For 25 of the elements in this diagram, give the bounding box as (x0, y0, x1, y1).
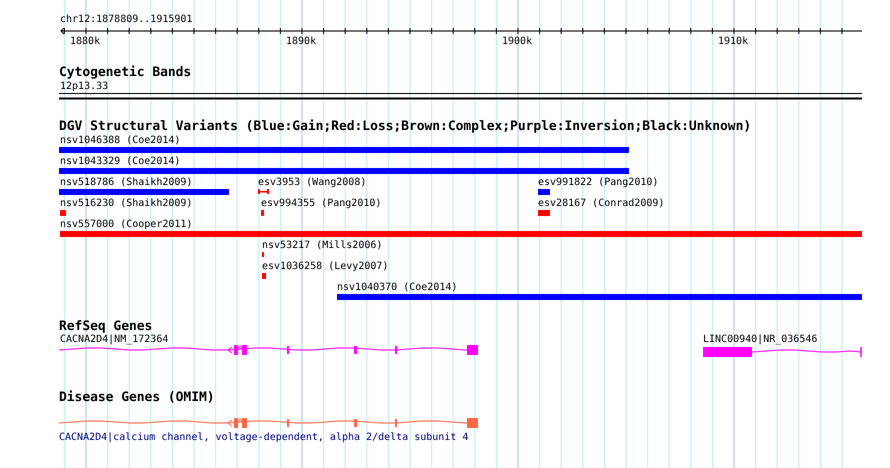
variant-label: nsv1043329 (Coe2014) (60, 156, 180, 168)
variant-label: esv28167 (Conrad2009) (538, 198, 664, 210)
track-title: DGV Structural Variants (Blue:Gain;Red:Loss;Brown:Complex;Purple:Inversion;Black:Unknown) (59, 121, 752, 133)
track-title: RefSeq Genes (59, 321, 152, 333)
variant-label: nsv516230 (Shaikh2009) (60, 198, 192, 210)
variant-label: esv994355 (Pang2010) (261, 198, 382, 210)
variant-label: esv3953 (Wang2008) (258, 177, 366, 189)
variant-label: esv1036258 (Levy2007) (262, 261, 388, 273)
tick-label: 1910k (718, 36, 748, 48)
band-label: 12p13.33 (60, 81, 108, 93)
gene-label: CACNA2D4|NM_172364 (60, 334, 168, 346)
tick-label: 1880k (70, 36, 100, 48)
variant-label: nsv53217 (Mills2006) (262, 240, 382, 252)
track-title: Disease Genes (OMIM) (59, 392, 215, 404)
variant-label: nsv1046388 (Coe2014) (60, 135, 180, 147)
tick-label: 1900k (502, 36, 532, 48)
variant-label: nsv1040370 (Coe2014) (337, 282, 458, 294)
gene-label: LINC00940|NR_036546 (703, 334, 818, 346)
tick-label: 1890k (286, 36, 316, 48)
track-title: Cytogenetic Bands (59, 67, 192, 79)
gene-description: CACNA2D4|calcium channel, voltage-dependent, alpha 2/delta subunit 4 (59, 432, 468, 444)
variant-label: nsv518786 (Shaikh2009) (60, 177, 192, 189)
variant-label: nsv557000 (Cooper2011) (60, 219, 192, 231)
variant-label: esv991822 (Pang2010) (538, 177, 658, 189)
locus-label: chr12:1878809..1915901 (60, 14, 192, 26)
